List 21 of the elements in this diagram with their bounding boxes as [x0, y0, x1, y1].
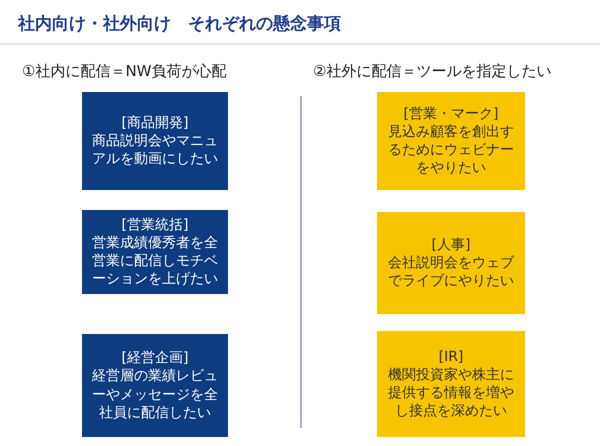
column-heading: ②社外に配信＝ツールを指定したい: [313, 62, 552, 81]
box-text: 営業成績優秀者を全営業に配信しモチベーションを上げたい: [91, 234, 219, 288]
box-heading: [営業・マーク]: [404, 104, 498, 123]
box-text: 商品説明会やマニュアルを動画にしたい: [91, 132, 219, 168]
concern-box: [82, 92, 228, 190]
concern-box: [82, 210, 228, 294]
concern-box: [377, 212, 525, 314]
box-text: 経営層の業績レビューやメッセージを全社員に配信したい: [91, 367, 219, 422]
column-heading: ①社内に配信＝NW負荷が心配: [22, 62, 226, 81]
box-heading: [経営企画]: [122, 349, 188, 368]
box-heading: [人事]: [432, 236, 470, 254]
box-heading: [商品開発]: [122, 114, 188, 132]
box-text: 機関投資家や株主に提供する情報を増やし接点を深めたい: [387, 366, 515, 420]
concern-box: [82, 334, 228, 437]
concern-box: [377, 92, 525, 190]
box-text: 会社説明会をウェブでライブにやりたい: [387, 254, 516, 290]
title: 社内向け・社外向け それぞれの懸念事項: [18, 13, 341, 35]
box-text: 見込み顧客を創出するためにウェビナーをやりたい: [387, 122, 515, 178]
box-heading: [IR]: [438, 348, 464, 366]
box-heading: [営業統括]: [122, 216, 188, 234]
concern-box: [377, 331, 525, 437]
